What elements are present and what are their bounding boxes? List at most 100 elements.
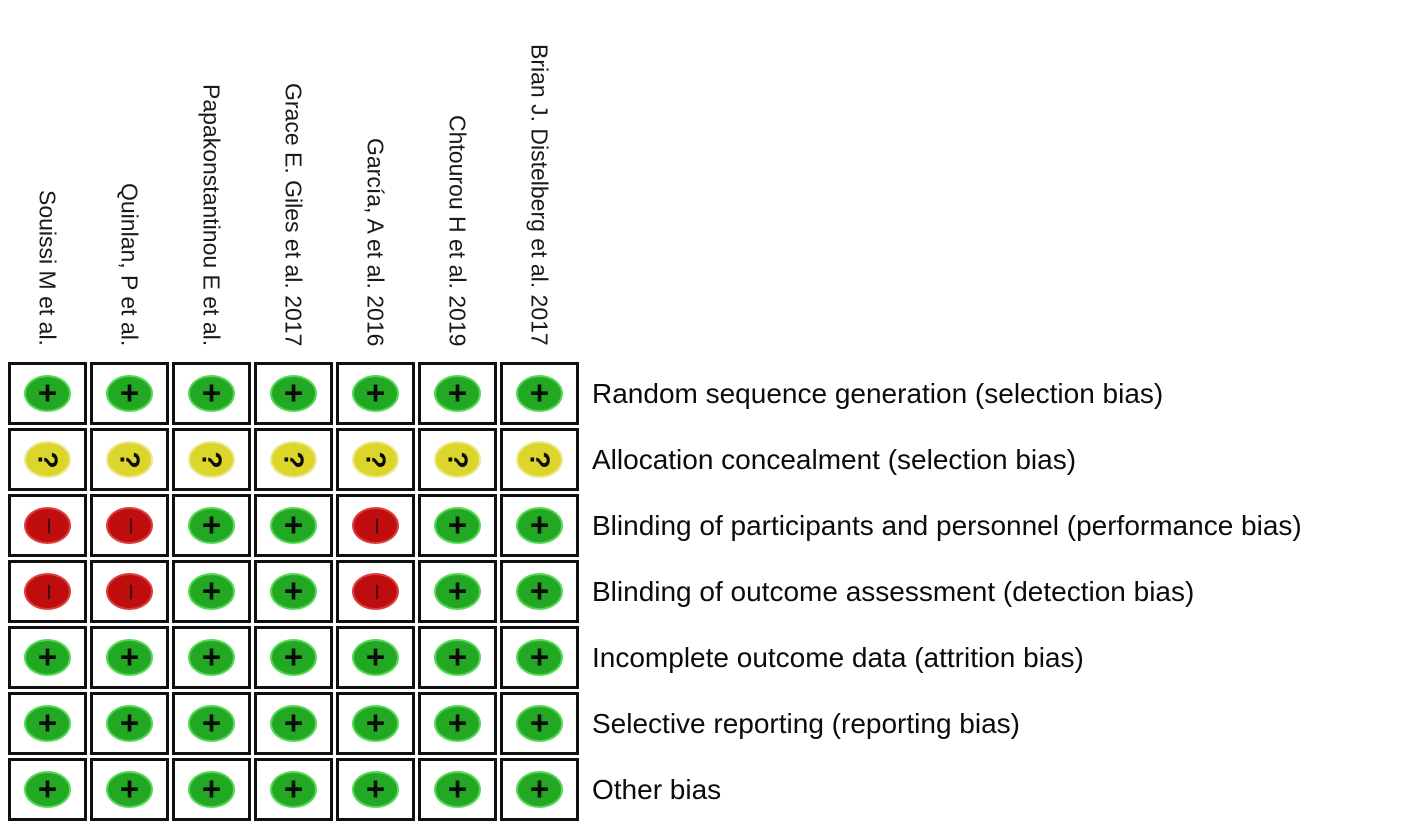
unclear-risk-circle: ? [434,441,481,478]
judgement-symbol: + [283,703,304,741]
study-header-5: García, A et al. 2016 [336,0,415,354]
judgement-cell-r6-c3: + [172,692,251,755]
low-risk-circle: + [24,639,71,676]
low-risk-circle: + [24,771,71,808]
judgement-symbol: + [283,769,304,807]
judgement-symbol: + [447,373,468,411]
judgement-symbol: ? [360,450,392,469]
unclear-risk-circle: ? [188,441,235,478]
judgement-cell-r4-c7: + [500,560,579,623]
judgement-symbol: + [119,637,140,675]
judgement-cell-r7-c5: + [336,758,415,821]
study-header-label: García, A et al. 2016 [362,137,389,346]
study-header-label: Souissi M et al. [34,190,61,346]
judgement-cell-r2-c6: ? [418,428,497,491]
judgement-symbol: + [201,637,222,675]
low-risk-circle: + [516,375,563,412]
judgement-symbol: + [447,571,468,609]
low-risk-circle: + [188,639,235,676]
low-risk-circle: + [270,573,317,610]
study-header-1: Souissi M et al. [8,0,87,354]
low-risk-circle: + [270,507,317,544]
judgement-symbol: ? [442,450,474,469]
judgement-symbol: + [37,769,58,807]
study-header-label: Grace E. Giles et al. 2017 [280,82,307,346]
low-risk-circle: + [188,771,235,808]
low-risk-circle: + [434,705,481,742]
judgement-cell-r2-c7: ? [500,428,579,491]
judgement-symbol: ? [278,450,310,469]
low-risk-circle: + [24,705,71,742]
judgement-cell-r5-c6: + [418,626,497,689]
study-header-6: Chtourou H et al. 2019 [418,0,497,354]
judgement-cell-r3-c4: + [254,494,333,557]
judgement-cell-r2-c4: ? [254,428,333,491]
low-risk-circle: + [434,771,481,808]
judgement-cell-r2-c1: ? [8,428,87,491]
bias-domain-label-1: Random sequence generation (selection bi… [592,377,1164,409]
judgement-cell-r1-c1: + [8,362,87,425]
study-header-2: Quinlan, P et al. [90,0,169,354]
judgement-cell-r1-c4: + [254,362,333,425]
judgement-cell-r1-c5: + [336,362,415,425]
study-header-label: Papakonstantinou E et al. [198,83,225,346]
judgement-cell-r7-c7: + [500,758,579,821]
judgement-symbol: + [201,571,222,609]
judgement-cell-r6-c4: + [254,692,333,755]
judgement-symbol: ? [114,450,146,469]
unclear-risk-circle: ? [270,441,317,478]
bias-domain-label-5: Incomplete outcome data (attrition bias) [592,641,1084,673]
judgement-symbol: − [31,582,65,601]
judgement-symbol: − [359,582,393,601]
judgement-symbol: + [529,571,550,609]
low-risk-circle: + [516,573,563,610]
judgement-symbol: + [365,769,386,807]
low-risk-circle: + [516,639,563,676]
low-risk-circle: + [106,639,153,676]
study-header-3: Papakonstantinou E et al. [172,0,251,354]
study-header-4: Grace E. Giles et al. 2017 [254,0,333,354]
judgement-symbol: + [283,637,304,675]
judgement-symbol: + [37,637,58,675]
low-risk-circle: + [352,639,399,676]
judgement-symbol: + [119,769,140,807]
judgement-symbol: + [119,703,140,741]
judgement-cell-r2-c3: ? [172,428,251,491]
low-risk-circle: + [188,375,235,412]
judgement-cell-r5-c4: + [254,626,333,689]
judgement-cell-r5-c3: + [172,626,251,689]
low-risk-circle: + [434,375,481,412]
study-header-label: Chtourou H et al. 2019 [444,114,471,346]
judgement-symbol: + [119,373,140,411]
judgement-symbol: + [201,373,222,411]
judgement-symbol: + [365,373,386,411]
low-risk-circle: + [434,639,481,676]
low-risk-circle: + [434,507,481,544]
bias-domain-label-4: Blinding of outcome assessment (detectio… [592,575,1195,607]
judgement-cell-r4-c6: + [418,560,497,623]
unclear-risk-circle: ? [516,441,563,478]
judgement-symbol: + [365,703,386,741]
judgement-cell-r7-c2: + [90,758,169,821]
judgement-cell-r7-c1: + [8,758,87,821]
study-column-headers: Souissi M et al. Quinlan, P et al. Papakon… [8,0,579,354]
judgement-symbol: + [283,505,304,543]
low-risk-circle: + [270,771,317,808]
low-risk-circle: + [434,573,481,610]
bias-domain-label-3: Blinding of participants and personnel (… [592,509,1302,541]
bias-domain-label-2: Allocation concealment (selection bias) [592,443,1077,475]
judgement-cell-r3-c2: − [90,494,169,557]
low-risk-circle: + [106,375,153,412]
judgement-cell-r7-c4: + [254,758,333,821]
judgement-symbol: + [447,637,468,675]
low-risk-circle: + [270,639,317,676]
low-risk-circle: + [352,771,399,808]
low-risk-circle: + [352,705,399,742]
judgement-symbol: + [37,703,58,741]
judgement-cell-r6-c1: + [8,692,87,755]
bias-domain-label-7: Other bias [592,773,722,805]
judgement-cell-r1-c6: + [418,362,497,425]
low-risk-circle: + [516,507,563,544]
judgement-cell-r7-c6: + [418,758,497,821]
